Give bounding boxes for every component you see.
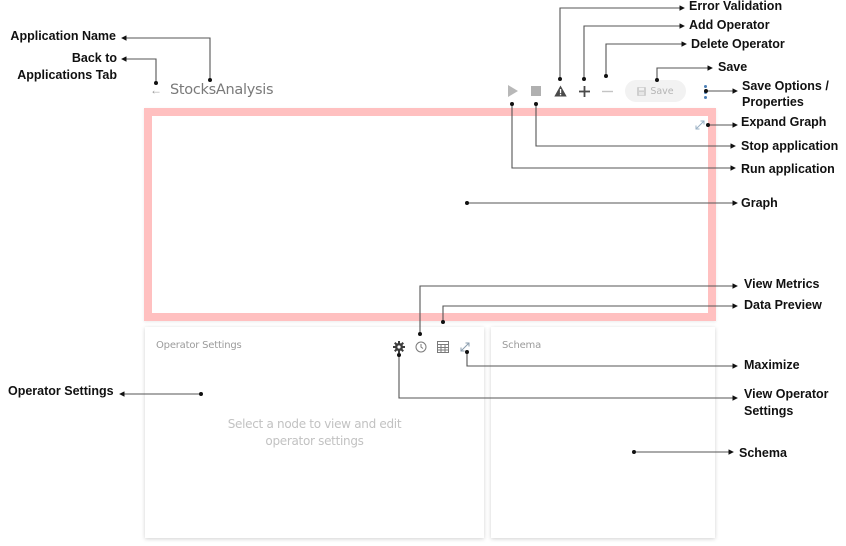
minus-icon — [601, 90, 613, 92]
save-button[interactable]: Save — [625, 80, 686, 102]
kebab-dot — [703, 90, 707, 94]
annotation-back-to-applications-1: Back to — [71, 51, 117, 65]
gear-icon — [393, 341, 405, 353]
floppy-disk-icon — [637, 86, 647, 96]
error-validation-button[interactable] — [553, 84, 567, 98]
save-options-menu-button[interactable] — [701, 84, 709, 100]
back-to-applications-icon[interactable]: ← — [150, 83, 162, 97]
annotation-add-operator: Add Operator — [689, 18, 770, 32]
annotation-error-validation: Error Validation — [689, 0, 783, 13]
expand-graph-button[interactable] — [694, 118, 706, 130]
callout-save — [656, 65, 713, 80]
annotation-view-metrics: View Metrics — [744, 277, 820, 291]
callout-dot — [604, 74, 608, 78]
stop-application-button[interactable] — [529, 84, 543, 98]
schema-title: Schema — [502, 340, 542, 351]
delete-operator-button[interactable] — [600, 84, 614, 98]
application-name: StocksAnalysis — [170, 82, 274, 98]
callout-dot — [534, 102, 538, 106]
annotation-stop-application: Stop application — [741, 139, 839, 153]
operator-settings-title: Operator Settings — [156, 340, 242, 351]
annotation-maximize: Maximize — [744, 358, 800, 372]
callout-application-name — [121, 35, 211, 80]
callout-back-to-applications — [121, 56, 157, 83]
stop-icon — [531, 86, 541, 96]
expand-icon — [695, 120, 705, 130]
view-metrics-button[interactable] — [415, 340, 427, 353]
annotation-view-operator-settings-2: Settings — [744, 404, 794, 418]
annotation-delete-operator: Delete Operator — [691, 37, 785, 51]
callout-error-validation — [559, 5, 685, 79]
table-icon — [437, 341, 449, 353]
annotation-save: Save — [718, 60, 748, 74]
kebab-dot — [703, 96, 707, 99]
kebab-dot — [703, 85, 707, 88]
callout-dot — [510, 102, 514, 106]
clock-icon — [415, 341, 427, 353]
callout-delete-operator — [605, 41, 687, 76]
annotation-graph: Graph — [741, 196, 778, 210]
plus-icon — [578, 85, 590, 97]
annotation-save-options-2: Properties — [742, 95, 804, 109]
run-application-button[interactable] — [505, 84, 519, 98]
operator-settings-panel: Operator Settings Select a node to view … — [145, 327, 484, 538]
annotation-expand-graph: Expand Graph — [741, 115, 827, 129]
view-operator-settings-button[interactable] — [393, 340, 405, 353]
operator-settings-empty-message: Select a node to view and edit operator … — [227, 417, 402, 448]
schema-panel: Schema — [491, 327, 715, 538]
maximize-button[interactable] — [459, 340, 471, 352]
annotation-application-name: Application Name — [10, 29, 116, 43]
annotation-operator-settings: Operator Settings — [8, 384, 114, 398]
warning-triangle-icon — [553, 85, 567, 97]
annotation-back-to-applications-2: Applications Tab — [17, 68, 117, 82]
add-operator-button[interactable] — [577, 84, 591, 98]
callout-dot — [582, 77, 586, 81]
annotation-view-operator-settings-1: View Operator — [744, 387, 829, 401]
callout-add-operator — [583, 23, 685, 79]
maximize-icon — [460, 342, 470, 352]
annotation-save-options-1: Save Options / — [742, 79, 829, 93]
data-preview-button[interactable] — [437, 340, 449, 353]
save-button-label: Save — [650, 85, 674, 97]
annotation-schema: Schema — [739, 446, 787, 460]
callout-dot — [558, 77, 562, 81]
play-icon — [507, 85, 518, 97]
graph-canvas[interactable] — [144, 108, 716, 321]
annotation-run-application: Run application — [741, 162, 835, 176]
annotation-data-preview: Data Preview — [744, 298, 822, 312]
